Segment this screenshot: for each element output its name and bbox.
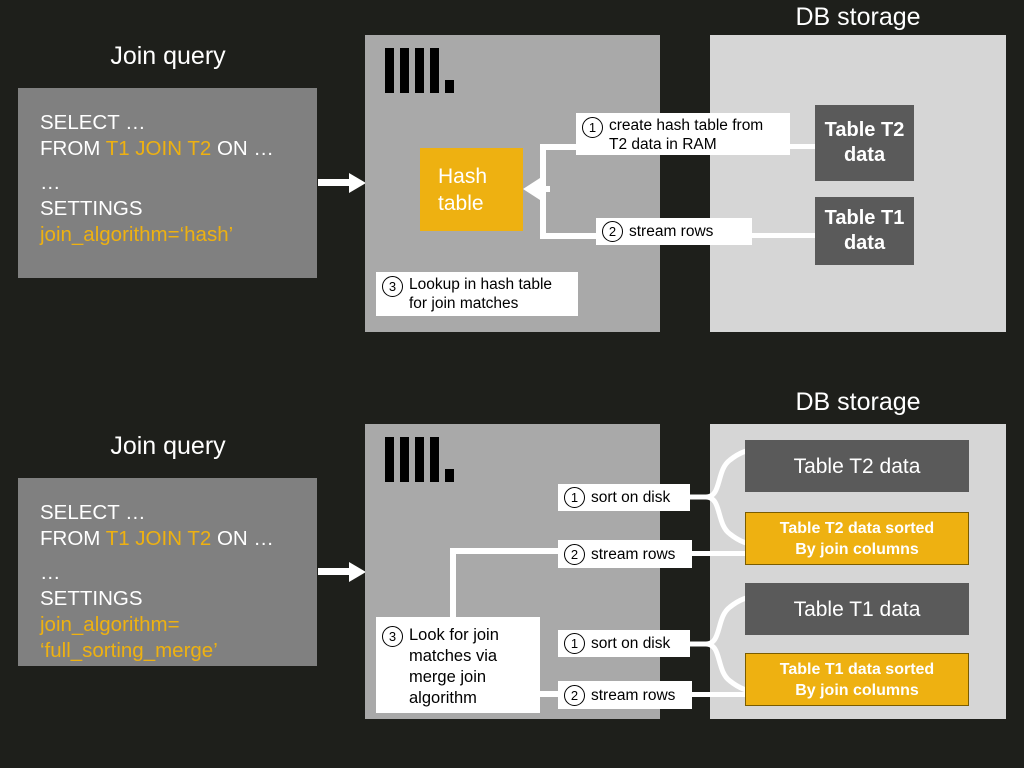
query-line-ellipsis: … (40, 171, 61, 194)
step-label: stream rows (629, 223, 714, 240)
table-label: Table T1 data (793, 597, 921, 621)
merge-join-table-t1-data-sorted: Table T1 data sorted By join columns (745, 653, 969, 706)
query-line-join-algorithm: join_algorithm= (40, 613, 180, 636)
hash-join-connector-arrow-shaft (540, 186, 550, 192)
query-line-settings: SETTINGS (40, 587, 143, 610)
step-number-badge: 3 (382, 276, 403, 297)
hash-join-table-t2-data: Table T2 data (815, 105, 914, 181)
query-from-keyword: FROM (40, 137, 106, 160)
merge-join-table-t1-data: Table T1 data (745, 583, 969, 635)
hash-join-arrowhead-icon (523, 178, 540, 200)
step-3-merge-join-lookup: 3 Look for join matches via merge join a… (376, 617, 540, 713)
clickhouse-logo-icon (385, 437, 454, 483)
table-label: Table T2 data (824, 119, 905, 166)
hash-join-t1-link (752, 233, 820, 238)
query-from-tables: T1 JOIN T2 (105, 137, 212, 160)
query-from-on: ON … (211, 527, 274, 550)
query-line-ellipsis: … (40, 561, 61, 584)
hash-join-connector-bottom (540, 233, 600, 239)
step-number-badge: 1 (582, 117, 603, 138)
step-2-stream-rows-t1: 2 stream rows (558, 681, 692, 709)
step-label: Look for join matches via merge join alg… (409, 626, 499, 707)
hash-join-flow-arrow (318, 173, 366, 193)
step-1-sort-on-disk-t2: 1 sort on disk (558, 484, 690, 511)
merge-join-db-storage-heading: DB storage (795, 388, 921, 416)
query-line-select: SELECT … (40, 111, 146, 134)
hash-join-t2-link (788, 144, 820, 149)
step-label: stream rows (591, 686, 676, 704)
query-line-join-algorithm: join_algorithm=‘hash’ (40, 223, 234, 246)
query-line-join-algorithm-value: ‘full_sorting_merge’ (40, 639, 218, 662)
step-number-badge: 3 (382, 626, 403, 647)
step-number-badge: 1 (564, 487, 585, 508)
query-line-from: FROM T1 JOIN T2 ON … (40, 136, 295, 162)
hash-table-label: Hash table (438, 164, 488, 215)
merge-join-connector-vertical (450, 548, 456, 620)
step-label: sort on disk (591, 635, 671, 652)
step-label: stream rows (591, 545, 676, 563)
step-number-badge: 1 (564, 633, 585, 654)
hash-join-query-heading: Join query (110, 42, 226, 70)
step-label: sort on disk (591, 489, 671, 506)
hash-join-db-storage-panel (710, 35, 1006, 332)
stream-rows-t1-link (690, 692, 750, 697)
hash-join-query-box: SELECT … FROM T1 JOIN T2 ON … … SETTINGS… (18, 88, 317, 278)
hash-table-box: Hash table (420, 148, 523, 231)
query-line-settings: SETTINGS (40, 197, 143, 220)
table-label: Table T1 data (824, 207, 905, 254)
step-3-lookup-hash-table: 3 Lookup in hash table for join matches (376, 272, 578, 316)
merge-join-connector-to-stream-t1 (538, 691, 560, 697)
query-line-select: SELECT … (40, 501, 146, 524)
table-label: Table T2 data (793, 454, 921, 478)
query-from-keyword: FROM (40, 527, 106, 550)
merge-join-table-t2-data: Table T2 data (745, 440, 969, 492)
step-1-create-hash-table: 1 create hash table from T2 data in RAM (576, 113, 790, 155)
step-label: Lookup in hash table for join matches (409, 276, 553, 312)
hash-join-connector-top (540, 144, 592, 150)
step-number-badge: 2 (564, 684, 585, 706)
step-2-stream-rows: 2 stream rows (596, 218, 752, 245)
merge-join-query-heading: Join query (110, 432, 226, 460)
step-1-sort-on-disk-t1: 1 sort on disk (558, 630, 690, 657)
stream-rows-t2-link (690, 551, 750, 556)
query-from-tables: T1 JOIN T2 (105, 527, 212, 550)
merge-join-connector-to-stream-t2 (450, 548, 560, 554)
table-label: Table T1 data sorted By join columns (779, 660, 935, 699)
query-line-from: FROM T1 JOIN T2 ON … (40, 526, 295, 552)
hash-join-table-t1-data: Table T1 data (815, 197, 914, 265)
step-label: create hash table from T2 data in RAM (609, 117, 764, 153)
clickhouse-logo-icon (385, 48, 454, 94)
merge-join-flow-arrow (318, 562, 366, 582)
table-label: Table T2 data sorted By join columns (779, 519, 935, 558)
merge-join-query-box: SELECT … FROM T1 JOIN T2 ON … … SETTINGS… (18, 478, 317, 666)
step-number-badge: 2 (564, 543, 585, 565)
merge-join-table-t2-data-sorted: Table T2 data sorted By join columns (745, 512, 969, 565)
hash-join-db-storage-heading: DB storage (795, 3, 921, 31)
step-number-badge: 2 (602, 221, 623, 242)
step-2-stream-rows-t2: 2 stream rows (558, 540, 692, 568)
query-from-on: ON … (211, 137, 274, 160)
